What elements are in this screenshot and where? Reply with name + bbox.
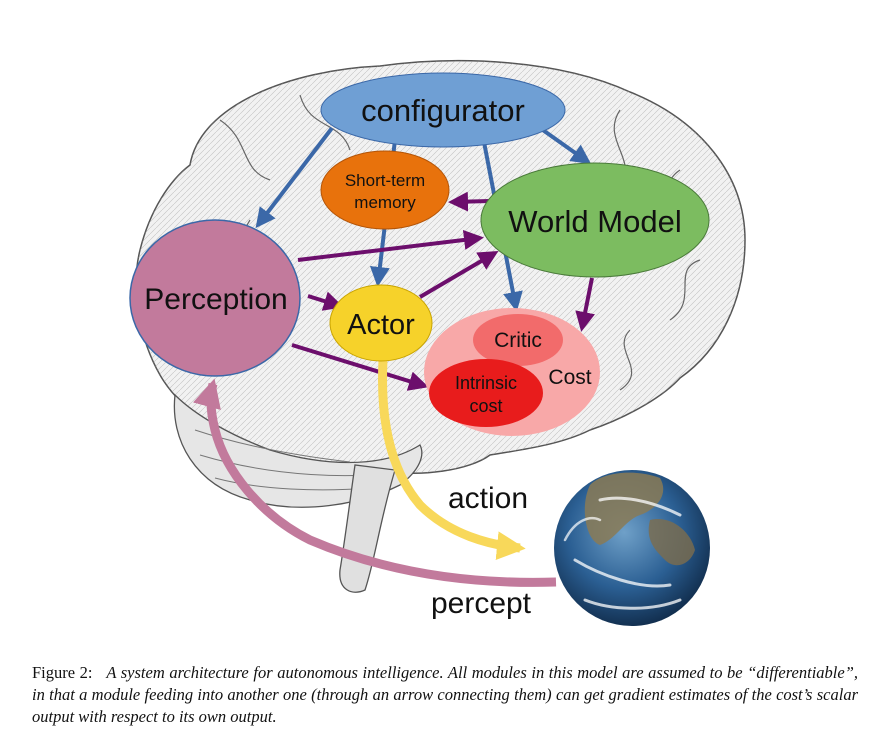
short-term-memory-module: Short-term memory (320, 150, 450, 230)
arrow-configurator-to-perception (255, 126, 334, 229)
perception-label: Perception (144, 283, 287, 316)
figure-number: Figure 2: (32, 663, 93, 682)
short-term-memory-label-line2: memory (354, 193, 416, 212)
critic-label: Critic (494, 329, 542, 352)
critic-module (473, 314, 563, 366)
figure-caption: Figure 2: A system architecture for auto… (32, 662, 858, 728)
configurator-module: configurator (320, 72, 566, 148)
actor-label: Actor (347, 309, 415, 341)
intrinsic-cost-label-line2: cost (469, 396, 502, 416)
arrow-perception-to-cost (291, 343, 429, 391)
earth-globe-icon (554, 470, 710, 626)
world-model-label: World Model (508, 204, 681, 239)
arrow-perception-to-actor (307, 291, 344, 311)
arrow-actor-to-world-model (418, 250, 499, 299)
figure-caption-text: A system architecture for autonomous int… (32, 663, 859, 726)
intrinsic-cost-module (429, 359, 543, 427)
world-model-module: World Model (480, 162, 710, 278)
perception-module: Perception (129, 219, 301, 377)
arrow-percept (193, 378, 557, 587)
intrinsic-cost-label-line1: Intrinsic (455, 373, 517, 393)
arrow-world-model-to-cost (575, 277, 595, 332)
percept-label: percept (431, 587, 532, 620)
arrow-perception-to-world-model (297, 229, 484, 262)
arrow-action (378, 359, 526, 561)
architecture-diagram: Critic Cost Intrinsic cost World Model S… (129, 59, 746, 626)
short-term-memory-label-line1: Short-term (345, 171, 425, 190)
cost-label: Cost (548, 366, 591, 389)
actor-module: Actor (329, 284, 433, 362)
configurator-label: configurator (361, 93, 525, 128)
arrow-configurator-to-world-model (538, 126, 592, 165)
cost-module: Critic Cost Intrinsic cost (424, 308, 600, 436)
action-label: action (448, 482, 528, 515)
